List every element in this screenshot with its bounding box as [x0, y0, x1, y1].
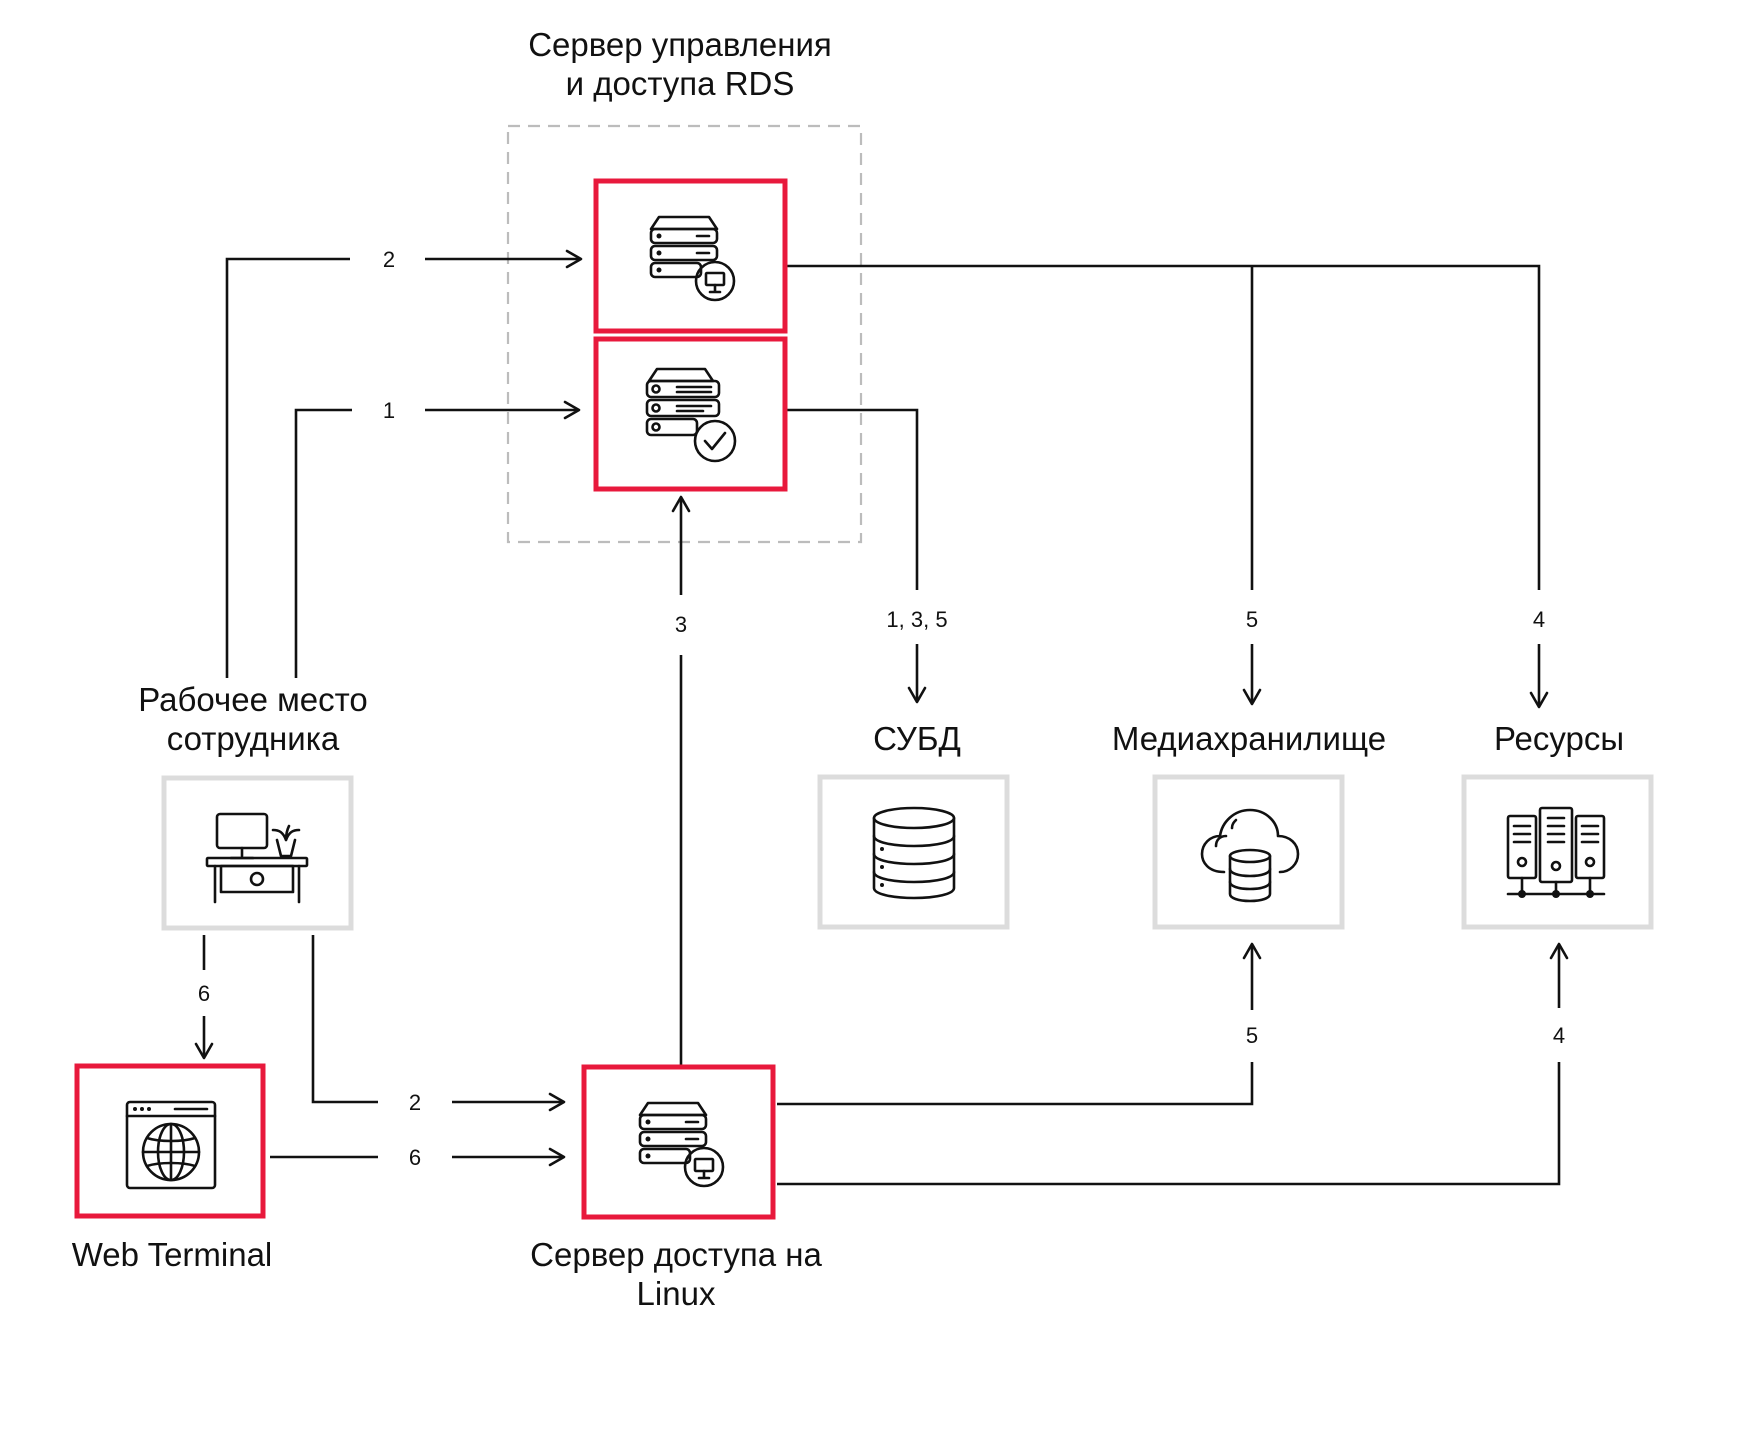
- workstation-title-line2: сотрудника: [167, 720, 340, 757]
- web-terminal-node[interactable]: [74, 1063, 266, 1219]
- web-terminal-title: Web Terminal: [72, 1236, 273, 1273]
- workstation-desk-icon: [205, 812, 309, 904]
- edge-label-linux-media: 5: [1246, 1023, 1258, 1048]
- server-monitor-icon: [638, 1101, 725, 1188]
- edge-linux-resources-a: [777, 1062, 1561, 1186]
- resources-title: Ресурсы: [1494, 720, 1624, 757]
- server-monitor-icon: [649, 215, 736, 302]
- edge-label-mgmt-media: 5: [1246, 607, 1258, 632]
- server-check-icon: [645, 367, 737, 463]
- linux-access-server-node[interactable]: [581, 1064, 776, 1220]
- edge-label-mgmt-resources: 4: [1533, 607, 1545, 632]
- edge-label-linux-resources: 4: [1553, 1023, 1565, 1048]
- edge-linux-media-a: [777, 1062, 1254, 1106]
- server-rack-icon: [1506, 806, 1606, 898]
- edge-label-ws-mgmt-bottom: 1: [383, 398, 395, 423]
- workstation-title-line1: Рабочее место: [138, 681, 368, 718]
- connectors: [194, 249, 1569, 1186]
- edge-ws-linux-a: [311, 935, 378, 1104]
- edge-label-linux-mgmt: 3: [675, 612, 687, 637]
- rds-access-server-node[interactable]: [593, 336, 788, 492]
- rds-group-title-line1: Сервер управления: [528, 26, 832, 63]
- rds-management-server-node[interactable]: [593, 178, 788, 334]
- edge-label-ws-webterm: 6: [198, 981, 210, 1006]
- edge-label-mgmt-dbms: 1, 3, 5: [886, 607, 947, 632]
- database-icon: [872, 806, 956, 900]
- browser-globe-icon: [125, 1100, 217, 1190]
- edge-mgmt-dbms-a: [785, 408, 919, 590]
- edge-label-webterm-linux: 6: [409, 1145, 421, 1170]
- dbms-title: СУБД: [873, 720, 961, 757]
- employee-workstation-node[interactable]: [161, 775, 354, 931]
- edge-mgmt-resources-a: [785, 264, 1541, 590]
- linux-server-title-line2: Linux: [637, 1275, 716, 1312]
- cloud-database-icon: [1200, 808, 1300, 903]
- rds-group-frame: [506, 124, 863, 544]
- edge-label-ws-linux: 2: [409, 1090, 421, 1115]
- edge-label-ws-mgmt-top: 2: [383, 247, 395, 272]
- edge-ws-mgmt-bottom-a: [294, 408, 352, 678]
- dbms-node[interactable]: [817, 774, 1010, 930]
- resources-node[interactable]: [1461, 774, 1654, 930]
- rds-group-title-line2: и доступа RDS: [566, 65, 795, 102]
- edge-ws-mgmt-top-a: [225, 257, 350, 678]
- media-storage-title: Медиахранилище: [1112, 720, 1386, 757]
- media-storage-node[interactable]: [1152, 774, 1345, 930]
- linux-server-title-line1: Сервер доступа на: [530, 1236, 822, 1273]
